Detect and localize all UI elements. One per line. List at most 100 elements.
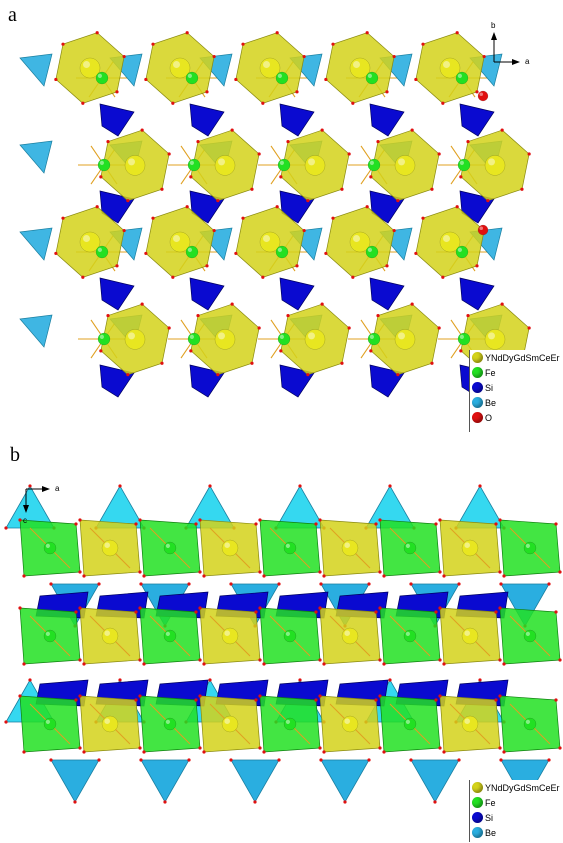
fe-atom xyxy=(365,71,379,85)
ree-atom-highlight xyxy=(104,542,110,548)
o-atom-small xyxy=(261,101,265,105)
o-atom-small xyxy=(22,750,26,754)
o-atom-small xyxy=(367,758,371,762)
o-atom-small xyxy=(185,31,189,35)
o-atom-small xyxy=(455,31,459,35)
legend-a: YNdDyGdSmCeEr Fe Si Be O xyxy=(469,350,562,432)
o-atom-small xyxy=(410,128,414,132)
fe-atom-highlight xyxy=(525,543,531,549)
o-atom-small xyxy=(229,582,233,586)
ree-atom xyxy=(214,329,236,350)
fe-atom-highlight xyxy=(165,719,170,725)
o-atom-small xyxy=(144,77,148,82)
o-atom-small xyxy=(118,484,122,488)
fe-atom-highlight xyxy=(367,73,372,78)
fe-atom-highlight xyxy=(405,543,410,549)
o-atom-small xyxy=(275,205,279,209)
o-atom-small xyxy=(234,251,238,256)
o-atom-small xyxy=(558,746,562,750)
be-tetrahedron xyxy=(140,759,190,803)
ree-atom-swatch xyxy=(472,352,483,363)
fe-atom xyxy=(163,541,177,555)
o-atom-small xyxy=(262,574,266,578)
o-atom-small xyxy=(421,216,425,220)
o-atom-small xyxy=(78,658,82,662)
o-atom-small xyxy=(95,205,99,209)
o-atom-small xyxy=(163,800,167,804)
be-atom-swatch xyxy=(472,827,483,838)
o-atom-small xyxy=(558,570,562,574)
o-atom-small xyxy=(22,574,26,578)
o-atom-small xyxy=(279,349,283,353)
o-atom-small xyxy=(318,606,322,610)
axis-label-a: a xyxy=(525,57,530,66)
o-atom-small xyxy=(494,610,498,614)
o-atom-small xyxy=(378,694,382,698)
o-atom-small xyxy=(258,658,262,662)
panel-label-a: a xyxy=(8,4,17,26)
o-atom-small xyxy=(438,746,442,750)
legend-item-ree: YNdDyGdSmCeEr xyxy=(470,780,562,795)
o-atom-small xyxy=(486,199,490,203)
o-atom-small xyxy=(455,205,459,209)
o-atom-small xyxy=(498,694,502,698)
o-atom-small xyxy=(369,349,373,353)
o-atom-small xyxy=(482,54,486,59)
o-atom-small xyxy=(554,698,558,702)
o-atom-small xyxy=(138,606,142,610)
o-atom-small xyxy=(322,662,326,666)
ree-atom xyxy=(221,627,239,645)
fe-atom xyxy=(163,717,177,731)
o-atom-small xyxy=(194,522,198,526)
fe-atom xyxy=(283,629,297,643)
o-atom-small xyxy=(298,484,302,488)
fe-atom-highlight xyxy=(277,73,282,78)
ree-atom-highlight xyxy=(488,332,495,340)
o-atom-small xyxy=(318,746,322,750)
fe-atom xyxy=(403,541,417,555)
legend-b: YNdDyGdSmCeEr Fe Si Be xyxy=(469,780,562,842)
o-atom-small xyxy=(198,606,202,610)
o-atom-small xyxy=(78,694,82,698)
ree-atom-highlight xyxy=(224,542,230,548)
o-atom-small xyxy=(151,216,155,220)
o-atom-small xyxy=(498,746,502,750)
o-atom-small xyxy=(171,275,175,279)
o-atom-small xyxy=(82,750,86,754)
o-atom-small xyxy=(409,582,413,586)
o-atom-small xyxy=(258,570,262,574)
o-atom-small xyxy=(78,746,82,750)
o-atom-small xyxy=(306,199,310,203)
o-atom-small xyxy=(340,361,344,365)
o-atom-small xyxy=(478,484,482,488)
o-atom-small xyxy=(502,750,506,754)
o-atom-small xyxy=(347,152,351,156)
o-atom-small xyxy=(74,610,78,614)
be-tetrahedron xyxy=(50,759,100,803)
o-atom-small xyxy=(18,606,22,610)
ree-atom xyxy=(461,715,479,733)
legend-item-si: Si xyxy=(470,380,562,395)
o-atom-small xyxy=(475,264,479,268)
o-atom-small xyxy=(74,698,78,702)
legend-item-fe: Fe xyxy=(470,795,562,810)
fe-atom xyxy=(365,245,379,259)
fe-atom xyxy=(283,541,297,555)
o-atom-small xyxy=(205,90,209,94)
o-atom-small xyxy=(378,658,382,662)
o-atom-small xyxy=(520,187,524,191)
o-atom-small xyxy=(254,698,258,702)
o-atom-small xyxy=(258,694,262,698)
o-atom-small xyxy=(500,302,504,306)
fe-atom-highlight xyxy=(45,631,51,637)
legend-label: YNdDyGdSmCeEr xyxy=(485,782,560,793)
o-atom-small xyxy=(378,518,382,522)
o-atom-small xyxy=(378,746,382,750)
o-atom-small xyxy=(547,582,551,586)
fe-atom xyxy=(455,245,469,259)
ree-atom xyxy=(484,155,506,176)
ree-atom xyxy=(124,329,146,350)
o-atom-small xyxy=(498,518,502,522)
o-atom-small xyxy=(212,228,216,233)
o-atom-small xyxy=(198,570,202,574)
